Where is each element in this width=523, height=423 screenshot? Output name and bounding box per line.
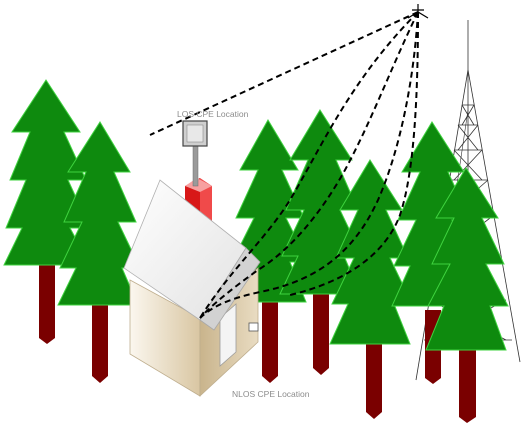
house-door	[219, 303, 237, 367]
tree-5-trunk-tip	[366, 412, 382, 419]
tree-5-foliage	[329, 159, 413, 345]
nlos-signal-path-3	[199, 11, 419, 319]
tree-5	[329, 159, 413, 419]
house-roof-edge	[199, 247, 261, 331]
tree-2-trunk	[92, 300, 108, 376]
nlos-cpe-label: NLOS CPE Location	[232, 389, 310, 399]
nlos-cpe-device	[248, 322, 259, 332]
tree-2-trunk-tip	[92, 376, 108, 383]
tree-7	[425, 167, 509, 423]
tree-7-trunk	[459, 345, 476, 417]
tree-7-foliage	[425, 167, 509, 351]
tree-7-trunk-tip	[459, 417, 476, 423]
tree-1-trunk-tip	[39, 338, 55, 344]
transmitter-antenna	[407, 4, 429, 19]
chimney-top	[185, 178, 212, 192]
los-cpe-mast	[192, 145, 199, 187]
tree-4-trunk	[313, 288, 329, 368]
nlos-signal-path-1	[199, 11, 419, 319]
tree-5-trunk	[366, 340, 382, 412]
house	[123, 178, 261, 397]
signal-paths	[149, 11, 419, 319]
los-cpe-device-inner	[186, 124, 204, 143]
los-signal-path	[149, 11, 419, 136]
los-cpe	[182, 120, 208, 187]
tree-4-trunk-tip	[313, 368, 329, 375]
tree-3-trunk	[262, 300, 278, 376]
tree-6-trunk-tip	[425, 378, 441, 384]
nlos-signal-path-4	[289, 11, 419, 296]
tree-1-trunk	[39, 262, 55, 338]
nlos-signal-path-2	[199, 11, 419, 319]
los-cpe-label: LOS CPE Location	[177, 109, 249, 119]
tree-3-trunk-tip	[262, 376, 278, 383]
tree-2-foliage	[57, 121, 141, 306]
tree-2	[57, 121, 141, 383]
transmitter-antenna-icon	[407, 4, 429, 19]
